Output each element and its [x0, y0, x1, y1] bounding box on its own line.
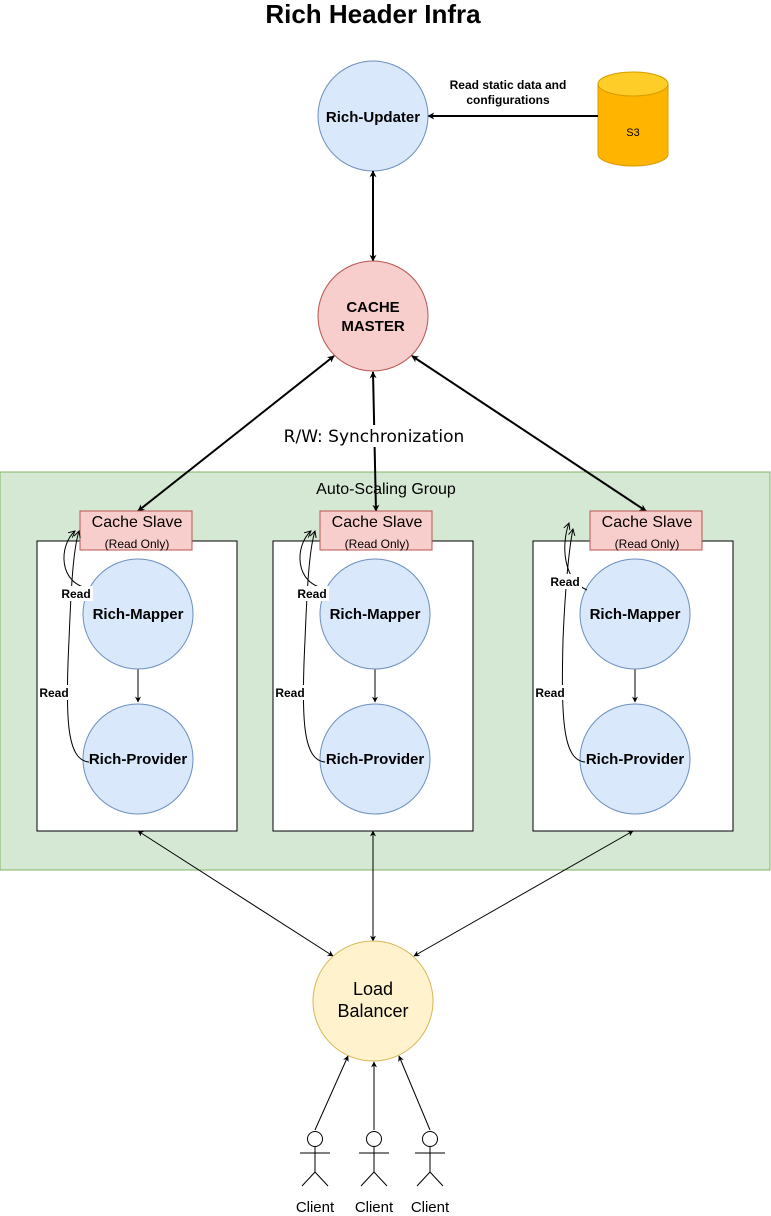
cache-slave-subtitle: (Read Only)	[345, 537, 410, 551]
read-mapper-label: Read	[297, 587, 326, 601]
rich-provider-node	[579, 703, 691, 815]
read-provider-label: Read	[275, 686, 304, 700]
instance3-lb-arrow	[413, 830, 634, 957]
auto-scaling-group-label: Auto-Scaling Group	[316, 481, 456, 498]
clients-group: Client Client Client	[296, 1055, 450, 1216]
cache-slave-subtitle: (Read Only)	[105, 537, 170, 551]
read-provider-label-bg	[534, 685, 567, 700]
cache-master-label-line1: CACHE	[346, 299, 399, 316]
cache-master-node: CACHE MASTER	[317, 260, 429, 372]
client-to-lb-arrow	[314, 1055, 349, 1131]
cache-slave-title: Cache Slave	[332, 514, 423, 531]
s3-label: S3	[626, 127, 639, 139]
read-provider-label-bg	[38, 685, 71, 700]
cache-master-label-line2: MASTER	[341, 318, 405, 335]
read-mapper-label: Read	[61, 587, 90, 601]
rich-mapper-node	[579, 558, 691, 670]
client-3: Client	[398, 1055, 450, 1216]
read-provider-label: Read	[535, 686, 564, 700]
cache-slave-box	[319, 510, 433, 551]
load-balancer-label-line2: Balancer	[337, 1001, 408, 1021]
client-right-leg	[429, 1171, 444, 1187]
rich-mapper-label: Rich-Mapper	[330, 606, 421, 623]
cache-slave-title: Cache Slave	[602, 514, 693, 531]
rich-provider-label: Rich-Provider	[586, 751, 685, 768]
diagram-title: Rich Header Infra	[265, 0, 481, 29]
client-left-leg	[416, 1171, 431, 1187]
client-left-leg	[360, 1171, 375, 1187]
read-provider-label: Read	[39, 686, 68, 700]
read-provider-label-bg	[274, 685, 307, 700]
cache-slave-box	[589, 510, 703, 551]
client-right-leg	[373, 1171, 388, 1187]
master-slave1-arrow	[137, 355, 335, 512]
read-provider-arrow	[302, 531, 326, 763]
cache-slave-subtitle: (Read Only)	[615, 537, 680, 551]
client-to-lb-arrow	[398, 1055, 431, 1131]
rich-provider-label: Rich-Provider	[326, 751, 425, 768]
s3-bucket: S3	[597, 71, 669, 167]
client-head	[307, 1131, 323, 1147]
read-mapper-label-bg	[60, 586, 93, 601]
rich-mapper-label: Rich-Mapper	[93, 606, 184, 623]
sync-label: R/W: Synchronization	[284, 427, 465, 447]
client-right-leg	[314, 1171, 329, 1187]
instance1-lb-arrow	[137, 830, 334, 957]
client-label: Client	[296, 1199, 335, 1216]
rich-provider-node	[82, 703, 194, 815]
client-head	[422, 1131, 438, 1147]
rich-provider-node	[319, 703, 431, 815]
load-balancer-node: Load Balancer	[312, 940, 434, 1062]
client-head	[366, 1131, 382, 1147]
read-mapper-label-bg	[296, 586, 329, 601]
rich-updater-label: Rich-Updater	[326, 109, 420, 126]
client-2: Client	[355, 1061, 394, 1216]
rich-mapper-label: Rich-Mapper	[590, 606, 681, 623]
rich-mapper-node	[319, 558, 431, 670]
cache-slave-box	[79, 510, 193, 551]
client-1: Client	[296, 1055, 349, 1216]
read-mapper-label: Read	[550, 575, 579, 589]
load-balancer-label-line1: Load	[353, 979, 393, 999]
cache-slave-title: Cache Slave	[92, 514, 183, 531]
sync-label-bg	[275, 425, 473, 447]
rich-updater-node: Rich-Updater	[317, 60, 429, 172]
read-provider-arrow	[66, 531, 90, 763]
read-provider-arrow	[561, 529, 586, 763]
s3-edge-label-line1: Read static data and	[450, 78, 567, 92]
read-mapper-label-bg	[549, 574, 582, 589]
master-slave3-arrow	[411, 355, 647, 512]
client-label: Client	[355, 1199, 394, 1216]
rich-provider-label: Rich-Provider	[89, 751, 188, 768]
rich-mapper-node	[82, 558, 194, 670]
client-label: Client	[411, 1199, 450, 1216]
client-left-leg	[301, 1171, 316, 1187]
s3-edge-label-line2: configurations	[466, 93, 550, 107]
